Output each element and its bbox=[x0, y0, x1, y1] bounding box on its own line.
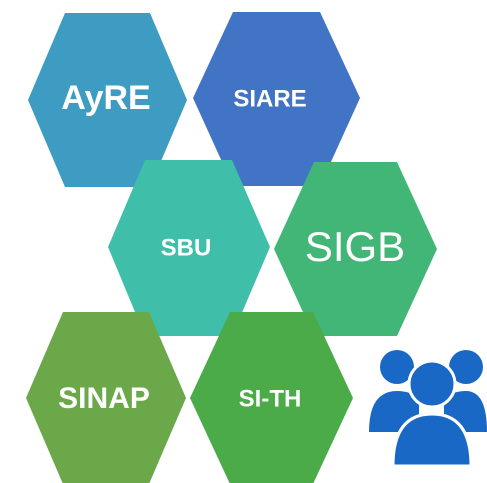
hex-sbu-label: SBU bbox=[161, 234, 212, 261]
hex-sbu: SBU bbox=[108, 160, 270, 336]
users-icon-center-body bbox=[391, 412, 473, 468]
users-icon-center-head bbox=[407, 359, 457, 409]
hex-siare: SIARE bbox=[193, 12, 360, 186]
hex-sinap-label: SINAP bbox=[58, 382, 150, 415]
hex-sith-label: SI-TH bbox=[239, 385, 302, 412]
hex-ayre-shape bbox=[28, 13, 187, 187]
users-group-icon bbox=[369, 350, 487, 468]
hex-siare-shape bbox=[193, 12, 360, 186]
hex-sith: SI-TH bbox=[190, 312, 353, 483]
hex-sinap-shape bbox=[26, 312, 186, 483]
hex-sigb-label: SIGB bbox=[305, 223, 405, 270]
hex-ayre: AyRE bbox=[28, 13, 187, 187]
hex-sigb: SIGB bbox=[274, 162, 437, 336]
hex-sith-shape bbox=[190, 312, 353, 483]
hex-sinap: SINAP bbox=[26, 312, 186, 483]
hex-sbu-shape bbox=[108, 160, 270, 336]
hex-siare-label: SIARE bbox=[233, 85, 306, 112]
hex-ayre-label: AyRE bbox=[61, 79, 150, 117]
hex-sigb-shape bbox=[274, 162, 437, 336]
users-icon-left-head bbox=[380, 350, 414, 384]
users-icon-right-head bbox=[449, 350, 483, 384]
